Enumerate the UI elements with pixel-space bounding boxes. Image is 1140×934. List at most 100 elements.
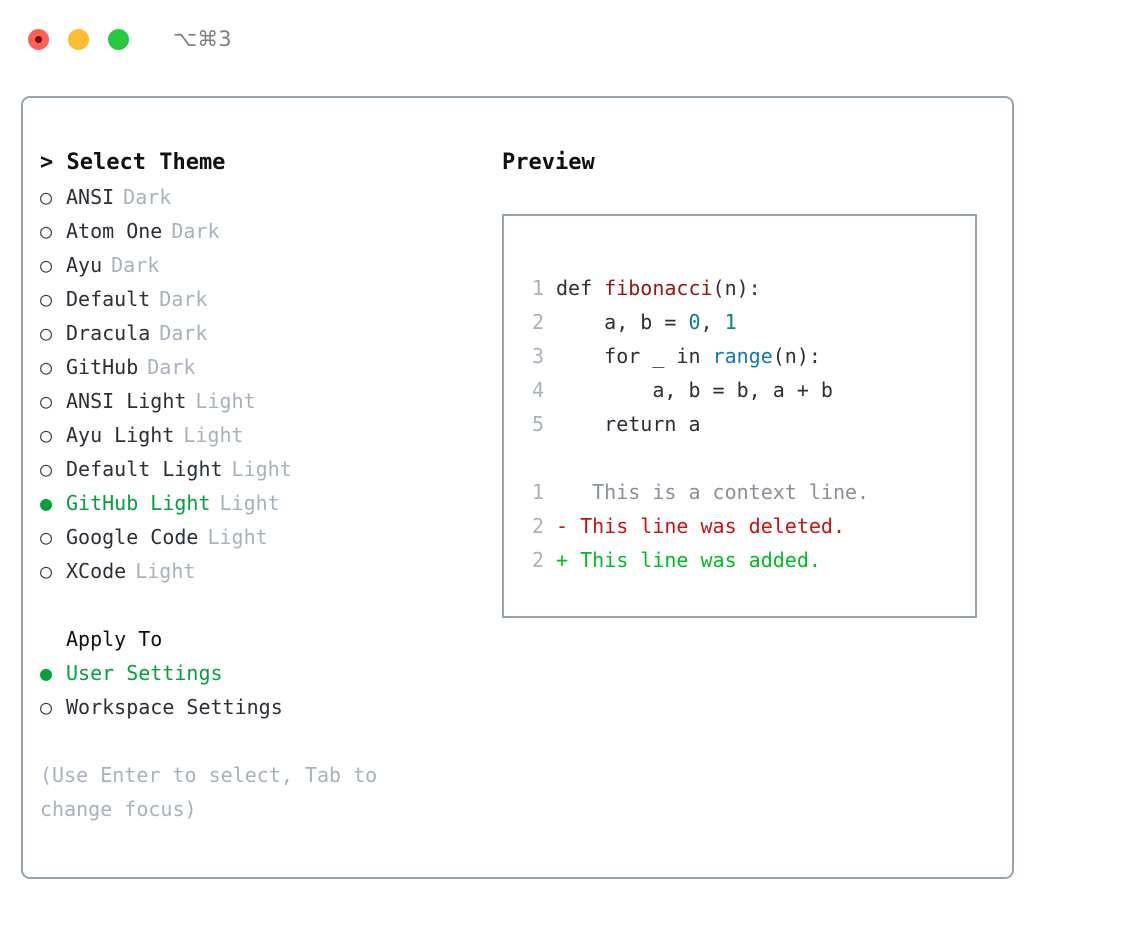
theme-option-label: Ayu <box>66 253 103 277</box>
code-line-number: 3 <box>531 344 544 368</box>
theme-variant-tag: Dark <box>159 321 208 345</box>
code-token: return a <box>556 412 701 436</box>
theme-option-label: XCode <box>66 559 127 583</box>
theme-variant-tag: Dark <box>123 185 172 209</box>
code-line-text: def fibonacci(n): <box>556 271 761 305</box>
diff-line-text: This is a context line. <box>568 480 870 504</box>
code-token: range <box>712 344 773 368</box>
zoom-window-button[interactable] <box>108 28 129 50</box>
theme-variant-tag: Light <box>207 525 268 549</box>
close-icon <box>35 35 42 43</box>
theme-variant-tag: Light <box>195 389 256 413</box>
radio-unselected-icon: ○ <box>40 321 53 345</box>
apply-to-option-row[interactable]: ○ Workspace Settings <box>40 690 500 724</box>
diff-sign-icon: - <box>556 514 569 538</box>
theme-variant-tag: Dark <box>171 219 220 243</box>
diff-line-number: 2 <box>531 514 544 538</box>
code-line-number: 5 <box>531 412 544 436</box>
apply-to-option-label: User Settings <box>66 661 223 685</box>
radio-unselected-icon: ○ <box>40 423 53 447</box>
code-token: (n): <box>712 276 761 300</box>
code-token: for _ in <box>556 344 713 368</box>
code-token: def <box>556 276 605 300</box>
code-token: , <box>700 310 725 334</box>
radio-unselected-icon: ○ <box>40 185 53 209</box>
radio-unselected-icon: ○ <box>40 389 53 413</box>
radio-unselected-icon: ○ <box>40 695 53 719</box>
theme-option-label: Google Code <box>66 525 199 549</box>
code-line-number: 2 <box>531 310 544 334</box>
diff-sign-icon: + <box>556 548 569 572</box>
radio-unselected-icon: ○ <box>40 457 53 481</box>
apply-to-option-row[interactable]: ● User Settings <box>40 656 500 690</box>
radio-selected-icon: ● <box>40 661 53 685</box>
diff-line-text: This line was added. <box>568 548 821 572</box>
code-token: 0 <box>688 310 701 334</box>
traffic-light-group <box>28 28 129 50</box>
theme-option-label: Atom One <box>66 219 163 243</box>
theme-option-row[interactable]: ○ Default Dark <box>40 282 500 316</box>
code-line: 4 a, b = b, a + b <box>522 373 975 407</box>
preview-heading: Preview <box>502 150 595 175</box>
apply-to-option-label: Workspace Settings <box>66 695 283 719</box>
code-token: 1 <box>724 310 737 334</box>
radio-unselected-icon: ○ <box>40 219 53 243</box>
theme-option-row[interactable]: ○ Google Code Light <box>40 520 500 554</box>
theme-option-label: Dracula <box>66 321 151 345</box>
diff-line-number: 1 <box>531 480 544 504</box>
theme-variant-tag: Dark <box>147 355 196 379</box>
minimize-window-button[interactable] <box>68 28 89 50</box>
diff-line-number: 2 <box>531 548 544 572</box>
theme-variant-tag: Light <box>219 491 280 515</box>
radio-unselected-icon: ○ <box>40 287 53 311</box>
code-line: 3 for _ in range(n): <box>522 339 975 373</box>
radio-unselected-icon: ○ <box>40 253 53 277</box>
theme-option-label: Default <box>66 287 151 311</box>
code-token: a, b = b, a + b <box>556 378 833 402</box>
theme-option-row[interactable]: ○ Ayu Dark <box>40 248 500 282</box>
radio-selected-icon: ● <box>40 491 53 515</box>
radio-unselected-icon: ○ <box>40 559 53 583</box>
theme-option-label: GitHub <box>66 355 139 379</box>
code-token: fibonacci <box>604 276 713 300</box>
code-line-text: return a <box>556 407 701 441</box>
theme-variant-tag: Light <box>183 423 244 447</box>
diff-sample-block: 1 This is a context line. 2- This line wa… <box>522 475 975 577</box>
apply-to-list[interactable]: ● User Settings ○ Workspace Settings <box>40 656 500 724</box>
close-window-button[interactable] <box>28 28 49 50</box>
diff-line: 2- This line was deleted. <box>522 509 975 543</box>
keyboard-hint-text: (Use Enter to select, Tab to change focu… <box>40 763 390 821</box>
theme-option-row[interactable]: ○ Atom One Dark <box>40 214 500 248</box>
theme-option-row[interactable]: ○ Dracula Dark <box>40 316 500 350</box>
theme-option-row[interactable]: ● GitHub Light Light <box>40 486 500 520</box>
theme-variant-tag: Dark <box>159 287 208 311</box>
title-bar: ⌥⌘3 <box>0 0 1140 78</box>
theme-variant-tag: Light <box>231 457 292 481</box>
code-token: (n): <box>772 344 821 368</box>
keyboard-shortcut-hint: ⌥⌘3 <box>173 27 232 51</box>
theme-option-label: ANSI Light <box>66 389 187 413</box>
select-theme-heading: > Select Theme <box>40 150 226 175</box>
code-line-number: 4 <box>531 378 544 402</box>
theme-variant-tag: Dark <box>111 253 160 277</box>
section-spacer <box>40 588 500 622</box>
theme-option-row[interactable]: ○ ANSI Light Light <box>40 384 500 418</box>
diff-line-text: This line was deleted. <box>568 514 845 538</box>
code-line: 2 a, b = 0, 1 <box>522 305 975 339</box>
diff-sign-icon <box>556 475 568 509</box>
radio-unselected-icon: ○ <box>40 525 53 549</box>
diff-line: 2 + This line was added. <box>522 543 975 577</box>
theme-option-label: GitHub Light <box>66 491 211 515</box>
